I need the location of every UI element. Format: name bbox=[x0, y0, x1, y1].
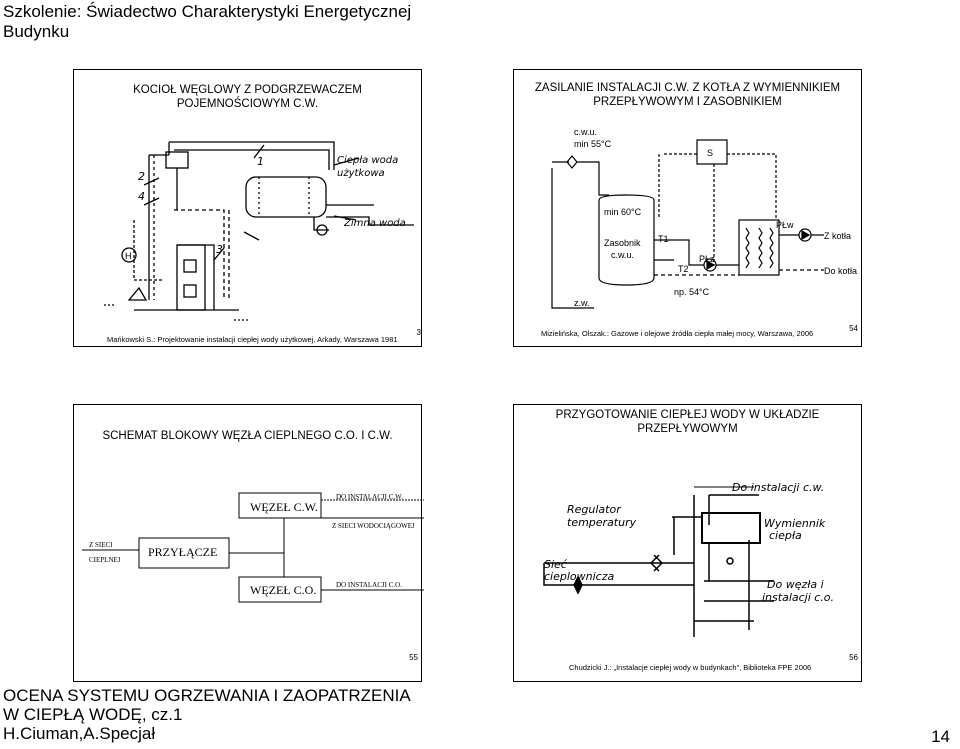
label-zw: z.w. bbox=[574, 298, 590, 308]
label-cwu: c.w.u. bbox=[574, 127, 597, 137]
flow-heating-diagram: Do instalacji c.w. Regulator temperatury… bbox=[543, 481, 834, 637]
label-uzytkowa: użytkowa bbox=[337, 168, 385, 179]
label-min55: min 55°C bbox=[574, 139, 612, 149]
label-plz: PŁz bbox=[699, 254, 715, 264]
slide-title: ZASILANIE INSTALACJI C.W. Z KOTŁA Z WYMI… bbox=[534, 82, 841, 108]
label-do-instalacji: Do instalacji c.w. bbox=[732, 481, 824, 494]
label-siec: Sieć bbox=[544, 558, 568, 571]
label-regulator: Regulator bbox=[567, 503, 622, 516]
label-do-inst-cw: DO INSTALACJI C.W. bbox=[336, 493, 403, 501]
label-do-kotla: Do kotła bbox=[824, 266, 857, 276]
label-z-kotla: Z kotła bbox=[824, 231, 851, 241]
label-zimna-woda: Zimna woda bbox=[343, 218, 406, 229]
label-t1: T1 bbox=[658, 234, 669, 244]
label-4: 4 bbox=[138, 190, 145, 203]
label-zasobnik: Zasobnik bbox=[604, 238, 641, 248]
slide-citation: Chudzicki J.: „Instalacje ciepłej wody w… bbox=[569, 663, 812, 672]
footer-line-3: H.Ciuman,A.Specjał bbox=[3, 724, 156, 743]
label-z-sieci-wod: Z SIECI WODOCIĄGOWEJ bbox=[332, 522, 415, 530]
label-cieplnej: CIEPLNEJ bbox=[89, 556, 121, 564]
label-min60: min 60°C bbox=[604, 207, 642, 217]
document-header: Szkolenie: Świadectwo Charakterystyki En… bbox=[3, 2, 412, 41]
label-ciepla: ciepła bbox=[769, 529, 802, 542]
label-wezel-co: WĘZEŁ C.O. bbox=[250, 583, 316, 597]
label-przylacze: PRZYŁĄCZE bbox=[148, 545, 217, 559]
label-cwu2: c.w.u. bbox=[611, 250, 634, 260]
label-wymiennik: Wymiennik bbox=[764, 517, 826, 530]
coal-boiler-diagram: Ciepła woda użytkowa Zimna woda 1 2 3 4 … bbox=[104, 141, 414, 321]
label-cieplownicza: cieplownicza bbox=[544, 570, 614, 583]
slide-number: 55 bbox=[409, 653, 418, 662]
slide-number: 56 bbox=[849, 653, 858, 662]
footer-line-1: OCENA SYSTEMU OGRZEWANIA I ZAOPATRZENIA bbox=[3, 686, 411, 705]
label-1: 1 bbox=[257, 155, 264, 168]
label-wezel-cw: WĘZEŁ C.W. bbox=[250, 500, 318, 514]
label-do-wezla: Do węzła i bbox=[767, 578, 824, 591]
slide-block-diagram: SCHEMAT BLOKOWY WĘZŁA CIEPLNEGO C.O. I C… bbox=[73, 404, 424, 682]
label-2: 2 bbox=[138, 170, 145, 183]
slide-number: 54 bbox=[849, 324, 858, 333]
label-temperatury: temperatury bbox=[567, 516, 637, 529]
block-diagram: WĘZEŁ C.W. DO INSTALACJI C.W. Z SIECI WO… bbox=[82, 492, 424, 603]
label-3: 3 bbox=[216, 243, 223, 256]
page-number: 14 bbox=[931, 727, 950, 746]
exchanger-diagram: c.w.u. min 55°C S min 60°C Zasobnik c.w.… bbox=[551, 127, 857, 309]
slide-title: PRZYGOTOWANIE CIEPŁEJ WODY W UKŁADZIE PR… bbox=[555, 409, 820, 435]
footer-line-2: W CIEPŁĄ WODĘ, cz.1 bbox=[3, 705, 183, 724]
label-instalacji-co: instalacji c.o. bbox=[762, 591, 834, 604]
label-np54: np. 54°C bbox=[674, 287, 710, 297]
label-z-sieci: Z SIECI bbox=[89, 541, 113, 549]
slide-boiler-exchanger: ZASILANIE INSTALACJI C.W. Z KOTŁA Z WYMI… bbox=[513, 69, 862, 347]
slide-title: SCHEMAT BLOKOWY WĘZŁA CIEPLNEGO C.O. I C… bbox=[102, 430, 393, 442]
slide-citation: Mańkowski S.: Projektowanie instalacji c… bbox=[107, 335, 398, 344]
slide-flow-heating: PRZYGOTOWANIE CIEPŁEJ WODY W UKŁADZIE PR… bbox=[513, 404, 862, 682]
label-s: S bbox=[707, 148, 713, 158]
label-h: H bbox=[125, 251, 132, 261]
slide-number: 3 bbox=[416, 328, 421, 337]
label-t2: T2 bbox=[678, 264, 689, 274]
label-ciepla-woda: Ciepła woda bbox=[337, 155, 398, 166]
label-do-inst-co: DO INSTALACJI C.O. bbox=[336, 581, 402, 589]
slide-coal-boiler: KOCIOŁ WĘGLOWY Z PODGRZEWACZEM POJEMNOŚC… bbox=[73, 69, 422, 347]
slide-title: KOCIOŁ WĘGLOWY Z PODGRZEWACZEM POJEMNOŚC… bbox=[133, 84, 362, 110]
slide-citation: Mizielińska, Olszak.: Gazowe i olejowe ź… bbox=[541, 329, 814, 338]
label-plw: PŁw bbox=[776, 220, 794, 230]
document-footer: OCENA SYSTEMU OGRZEWANIA I ZAOPATRZENIA … bbox=[3, 686, 411, 743]
